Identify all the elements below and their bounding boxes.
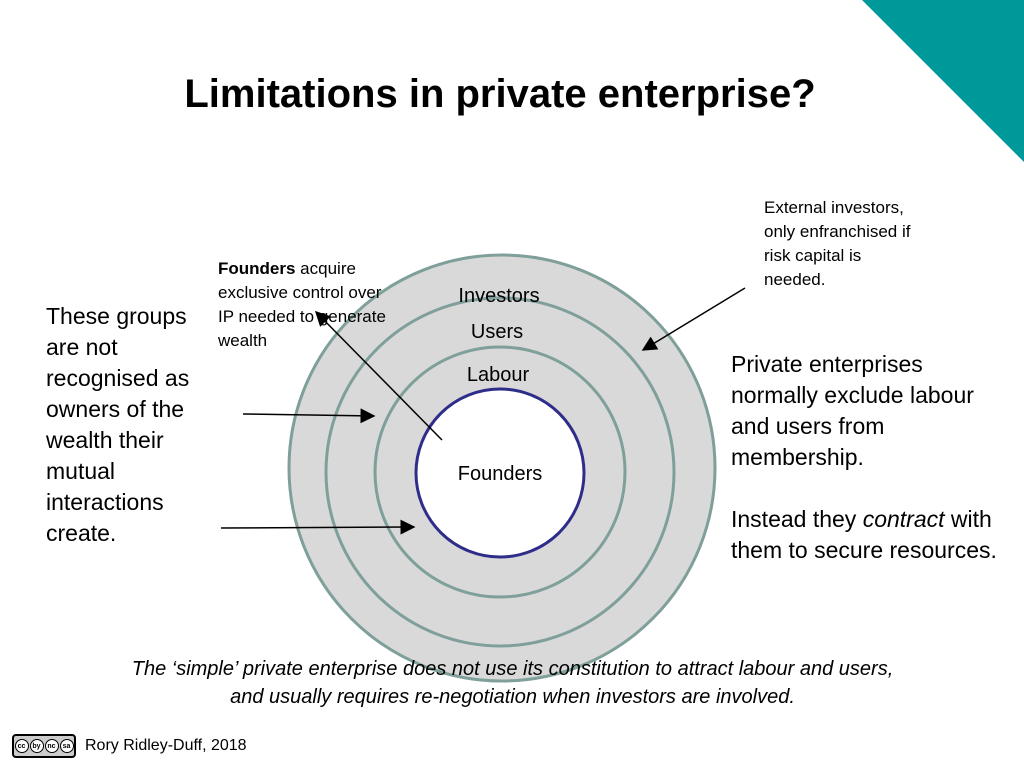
arrow-founders bbox=[314, 310, 443, 441]
ring-label-labour: Labour bbox=[466, 364, 530, 386]
contract-text-before: Instead they bbox=[731, 506, 863, 532]
ring-label-users: Users bbox=[470, 321, 524, 343]
exclusion-paragraph: Private enterprises normally exclude lab… bbox=[731, 351, 974, 470]
license-part: nc bbox=[44, 739, 59, 753]
license-part: by bbox=[29, 739, 44, 753]
contract-text-after: with them to secure resources. bbox=[731, 506, 997, 563]
license-part: sa bbox=[59, 739, 74, 753]
ring-label-founders: Founders bbox=[457, 463, 543, 485]
contract-emphasis: contract bbox=[862, 506, 945, 532]
founders-annotation: Founders acquire exclusive control over … bbox=[218, 257, 388, 353]
founders-annotation-bold: Founders bbox=[218, 259, 296, 278]
arrow-labour bbox=[242, 408, 376, 424]
caption-line-2: and usually requires re-negotiation when… bbox=[230, 686, 795, 708]
contract-paragraph: Instead they contract with them to secur… bbox=[731, 504, 1011, 566]
exclusion-explanation: Private enterprises normally exclude lab… bbox=[731, 349, 1011, 597]
caption-line-1: The ‘simple’ private enterprise does not… bbox=[131, 658, 894, 680]
slide-caption: The ‘simple’ private enterprise does not… bbox=[40, 655, 985, 711]
cc-by-nc-sa-icon: cc by nc sa bbox=[12, 734, 76, 758]
license-part: cc bbox=[14, 739, 29, 753]
author-credit: Rory Ridley-Duff, 2018 bbox=[85, 737, 247, 754]
ring-label-investors: Investors bbox=[458, 285, 540, 307]
groups-annotation: These groups are not recognised as owner… bbox=[46, 303, 190, 546]
ring-founders bbox=[414, 387, 586, 559]
founders-annotation-text: acquire exclusive control over IP needed… bbox=[218, 259, 386, 350]
arrow-investors bbox=[641, 287, 746, 351]
arrow-users bbox=[220, 519, 416, 535]
investors-annotation: External investors, only enfranchised if… bbox=[764, 198, 911, 289]
slide-title: Limitations in private enterprise? bbox=[184, 72, 816, 116]
